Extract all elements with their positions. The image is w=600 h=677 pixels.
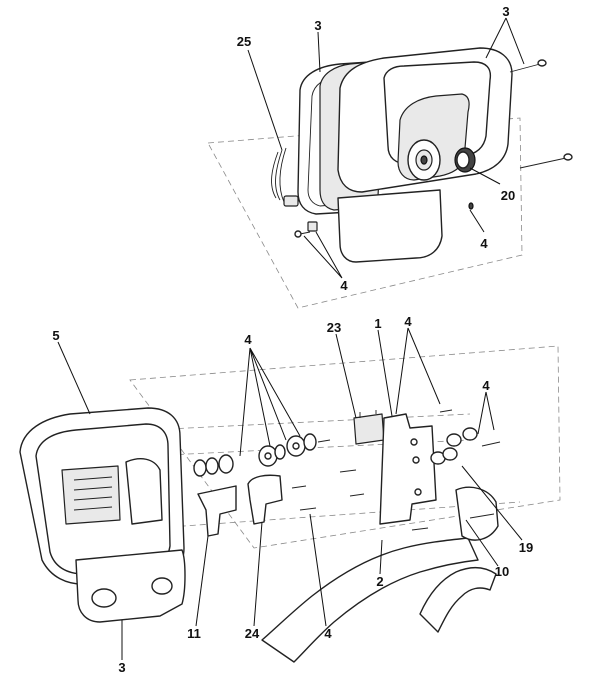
upper-mounting-plate — [337, 189, 443, 263]
wiring-harness — [271, 147, 306, 207]
callout-23: 23 — [327, 320, 341, 335]
callout-3-top-right: 3 — [502, 4, 509, 19]
leader-lines — [57, 17, 525, 660]
upper-long-screws — [509, 59, 573, 169]
callout-24: 24 — [245, 626, 260, 641]
clip-24 — [247, 474, 283, 525]
switch-23 — [353, 413, 385, 445]
lower-small-screws — [291, 409, 501, 531]
callout-11: 11 — [187, 626, 201, 641]
upper-mounting-plane — [207, 117, 523, 309]
housing-ribs — [61, 458, 163, 525]
callout-4-bracket: 4 — [404, 314, 412, 329]
callout-4-upper-plate: 4 — [340, 278, 348, 293]
callout-3-top: 3 — [314, 18, 321, 33]
nuts-19 — [430, 427, 478, 465]
washer-spring-stack — [193, 433, 331, 477]
callout-1: 1 — [374, 316, 381, 331]
handle-bar-2-right — [419, 567, 497, 633]
callout-4-washers: 4 — [244, 332, 252, 347]
clip-11 — [197, 485, 237, 537]
upper-small-screws — [294, 202, 474, 238]
callout-4-bottom: 4 — [324, 626, 332, 641]
callout-19: 19 — [519, 540, 533, 555]
lower-assembly — [19, 345, 561, 663]
callout-4-right-lower: 4 — [482, 378, 490, 393]
callout-3-bottom: 3 — [118, 660, 125, 675]
callout-2: 2 — [376, 574, 383, 589]
callout-labels: 25 3 3 20 4 4 5 4 23 1 4 4 19 2 10 11 24… — [52, 4, 533, 675]
callout-20: 20 — [501, 188, 515, 203]
bracket-plate-1 — [379, 413, 437, 525]
callout-4-right-upper: 4 — [480, 236, 488, 251]
callout-10: 10 — [495, 564, 509, 579]
callout-5: 5 — [52, 328, 59, 343]
callout-25: 25 — [237, 34, 251, 49]
upper-assembly — [207, 47, 573, 309]
